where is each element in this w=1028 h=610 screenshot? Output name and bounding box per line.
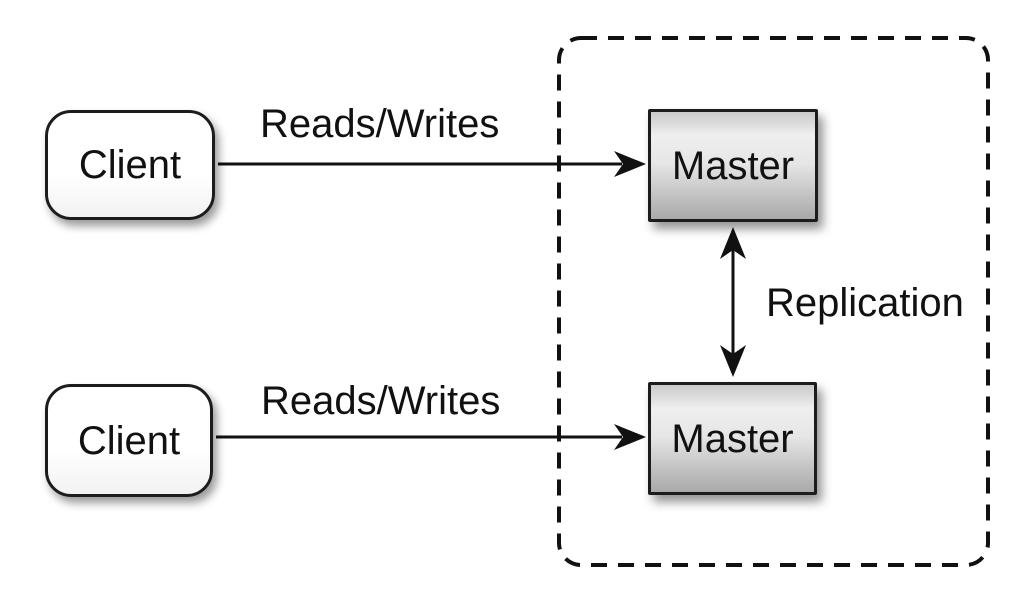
reads-writes-arrow-top xyxy=(218,151,646,177)
arrowhead-right-icon xyxy=(614,151,646,177)
reads-writes-arrow-bottom xyxy=(216,424,646,450)
arrowhead-down-icon xyxy=(720,345,746,377)
edge-label-reads-writes-top: Reads/Writes xyxy=(260,102,500,146)
node-client-top-label: Client xyxy=(78,143,182,187)
node-client-top: Client xyxy=(45,110,215,220)
edge-label-reads-writes-bottom: Reads/Writes xyxy=(261,379,501,423)
edge-label-replication: Replication xyxy=(766,281,964,325)
node-client-bottom-label: Client xyxy=(77,418,181,463)
node-client-bottom: Client xyxy=(45,384,213,497)
arrowhead-up-icon xyxy=(720,227,746,259)
arrowhead-right-icon xyxy=(614,424,646,450)
node-master-bottom: Master xyxy=(648,382,817,495)
replication-arrow xyxy=(720,227,746,377)
replication-group-box xyxy=(557,36,990,567)
node-master-bottom-label: Master xyxy=(671,416,794,461)
node-master-top: Master xyxy=(648,109,818,222)
node-master-top-label: Master xyxy=(671,143,795,188)
